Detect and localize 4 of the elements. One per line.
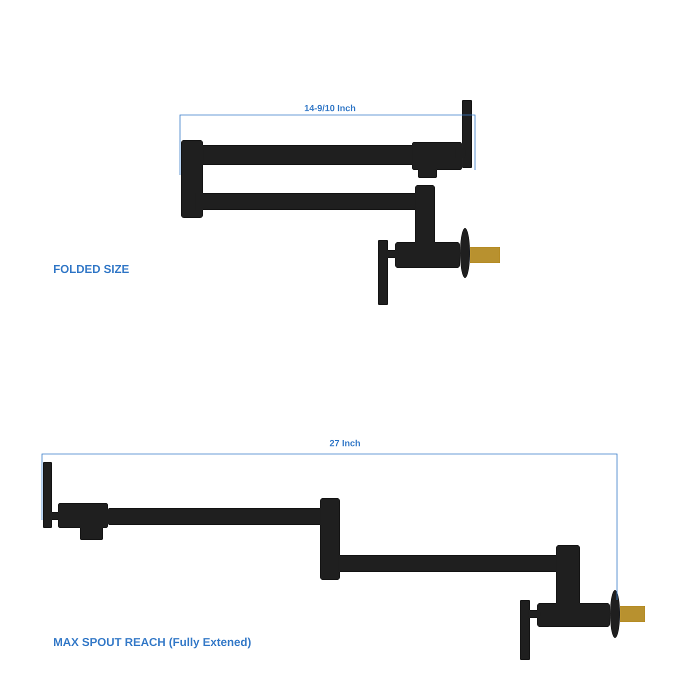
- section-title: MAX SPOUT REACH (Fully Extened): [54, 638, 251, 648]
- dimension-label: 27 Inch: [330, 440, 360, 446]
- section-title: FOLDED SIZE: [54, 264, 129, 274]
- dimension-label: 14-9/10 Inch: [304, 104, 356, 112]
